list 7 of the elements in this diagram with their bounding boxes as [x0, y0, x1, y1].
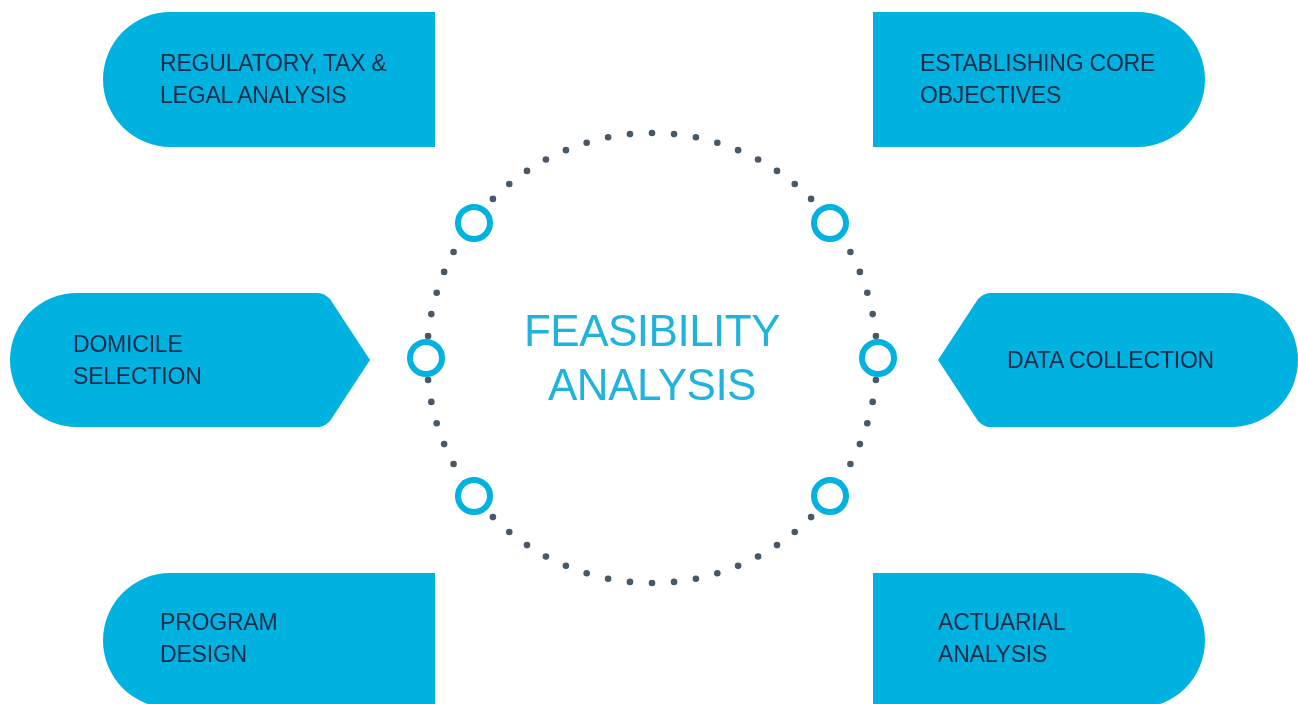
step-label: DOMICILE SELECTION	[73, 330, 203, 391]
step-label: PROGRAM DESIGN	[160, 608, 279, 669]
step-label: DATA COLLECTION	[1007, 346, 1216, 375]
step-label: ACTUARIAL ANALYSIS	[938, 608, 1066, 669]
step-label: REGULATORY, TAX & LEGAL ANALYSIS	[160, 49, 388, 110]
step-label: ESTABLISHING CORE OBJECTIVES	[920, 49, 1157, 110]
center-title: FEASIBILITY ANALYSIS	[522, 305, 782, 411]
